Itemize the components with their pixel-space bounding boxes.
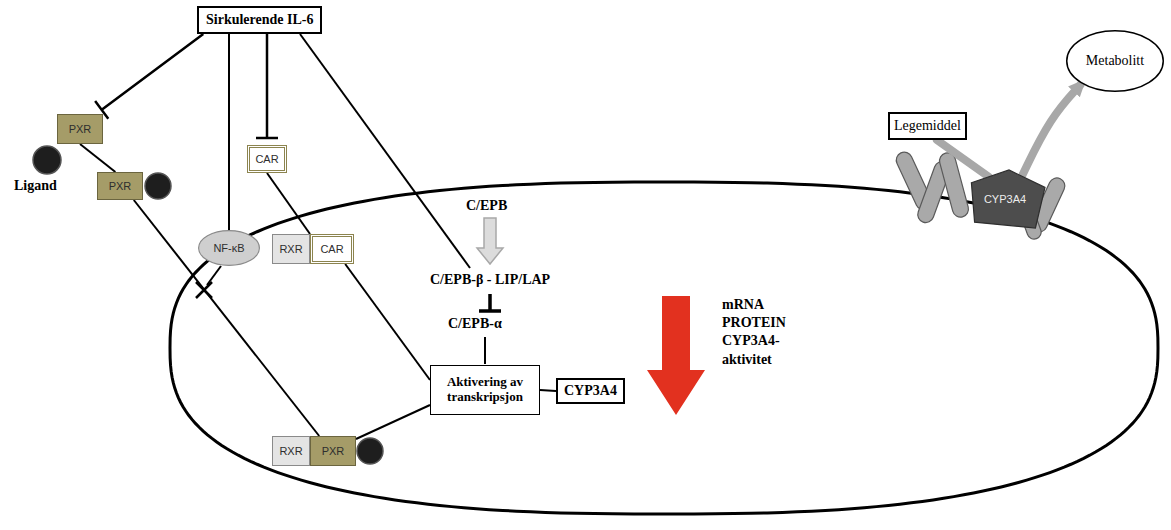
decrease-arrow (647, 296, 705, 415)
gene-box: CYP3A4 (556, 378, 625, 404)
node-text: Legemiddel (894, 118, 961, 134)
reaction-arrow (937, 140, 989, 177)
annotation-label: C/EPB-α (448, 316, 502, 333)
receptor-box: CAR (310, 234, 354, 264)
node-text: PXR (69, 123, 92, 136)
receptor-box: RXR (272, 234, 310, 264)
membrane-protein (894, 150, 1068, 242)
connector-line (345, 264, 430, 380)
node-text: NF-κB (213, 242, 244, 255)
connector-line (95, 34, 203, 119)
connector-line (80, 144, 115, 172)
connector-line (228, 34, 230, 230)
process-box: Aktivering av transkripsjon (430, 365, 540, 415)
signal-line (207, 266, 221, 285)
hollow-arrow (477, 218, 503, 264)
ligand-dot (33, 146, 61, 174)
receptor-box: PXR (97, 172, 143, 200)
node-text: PXR (109, 180, 132, 193)
enzyme-shape: CYP3A4 (965, 170, 1045, 228)
receptor-box: RXR (272, 436, 310, 466)
receptor-box: PXR (57, 114, 103, 144)
node-text: RXR (279, 243, 302, 256)
annotation-label: C/EPB (466, 198, 507, 215)
signal-line (300, 34, 470, 268)
node-text: CYP3A4 (984, 193, 1026, 206)
node-text: CAR (320, 243, 343, 256)
annotation-label: mRNA PROTEIN CYP3A4-aktivitet (722, 296, 786, 369)
signal-line (484, 337, 486, 364)
connector-line (267, 173, 310, 234)
metabolite-ellipse: Metabolitt (1066, 30, 1164, 92)
annotation-label: Ligand (14, 178, 57, 195)
node-text: Metabolitt (1086, 53, 1144, 69)
receptor-box: CAR (247, 145, 287, 173)
reaction-arrow (1023, 85, 1081, 175)
connector-line (134, 200, 319, 436)
factor-ellipse: NF-κB (198, 230, 260, 266)
annotation-label: C/EPB-β - LIP/LAP (430, 272, 550, 289)
drug-box: Legemiddel (888, 112, 967, 140)
receptor-box: PXR (310, 436, 356, 466)
node-text: CAR (255, 153, 278, 166)
node-text: CYP3A4 (564, 383, 617, 399)
ligand-dot (357, 438, 383, 464)
inhibition-bar (479, 294, 501, 311)
cell-membrane (170, 182, 1158, 514)
node-text: PXR (322, 445, 345, 458)
connector-line (540, 390, 556, 391)
connector-line (256, 34, 278, 138)
node-text: Sirkulerende IL-6 (206, 12, 313, 28)
cytokine-box: Sirkulerende IL-6 (197, 6, 322, 34)
ligand-dot (145, 173, 171, 199)
connector-line (356, 405, 430, 439)
node-text: Aktivering av transkripsjon (437, 375, 533, 405)
node-text: RXR (279, 445, 302, 458)
